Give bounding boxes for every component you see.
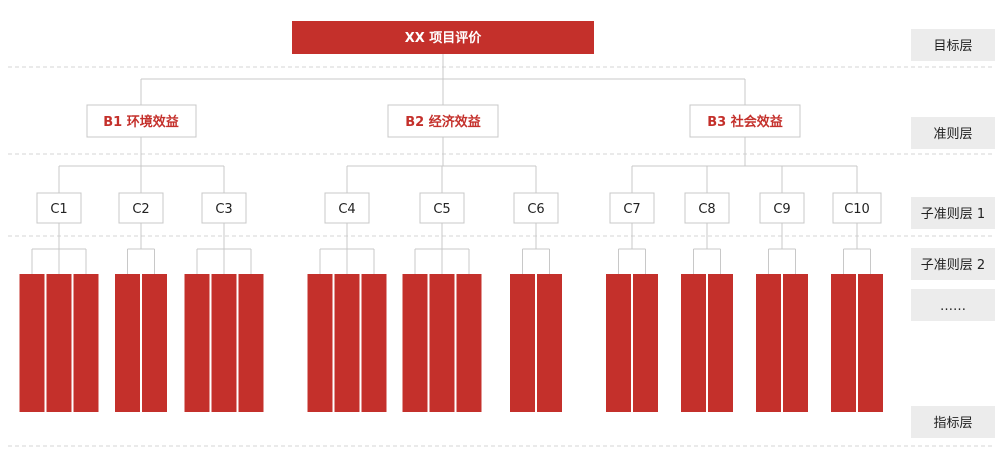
indicator-bar [238,274,264,412]
subcriteria-nodes: C1 C2 C3 C4 C5 C6 C7 C8 C9 C10 [36,192,882,224]
level-label-box [911,248,995,280]
level-label-ellipsis: …… [940,299,966,314]
level-label-box [911,406,995,438]
indicator-bar [184,274,210,412]
subcriteria-node-box [118,192,164,224]
indicator-bar [142,274,167,412]
level-label-subcriteria-2: 子准则层 2 [921,258,985,273]
indicator-bar [429,274,455,412]
criteria-node-label: B1 环境效益 [103,114,178,130]
subcriteria-node-label: C7 [623,202,640,217]
subcriteria-node-box [609,192,655,224]
indicator-bar [606,274,631,412]
indicator-bar [831,274,856,412]
subcriteria-node-label: C2 [132,202,149,217]
indicator-bar [456,274,482,412]
level-label-box [911,197,995,229]
indicator-bar [46,274,72,412]
subcriteria-node-box [759,192,805,224]
indicator-bar [510,274,535,412]
subcriteria-node-box [513,192,559,224]
indicator-bar [402,274,428,412]
indicator-bar [19,274,45,412]
subcriteria-node-label: C3 [215,202,232,217]
criteria-node-b2: B2 经济效益 [387,104,499,138]
criteria-node-label: B3 社会效益 [707,114,782,130]
level-labels: 目标层 准则层 子准则层 1 子准则层 2 …… 指标层 [911,29,995,438]
subcriteria-node-label: C6 [527,202,544,217]
indicator-bar [307,274,333,412]
subcriteria-node-label: C1 [50,202,67,217]
indicator-bar [756,274,781,412]
level-label-box [911,117,995,149]
criteria-node-box [86,104,197,138]
level-label-box [911,29,995,61]
subcriteria-node-label: C8 [698,202,715,217]
root-node-label: XX 项目评价 [405,31,483,46]
root-node: XX 项目评价 [292,21,594,54]
indicator-bar [334,274,360,412]
subcriteria-node-label: C4 [338,202,355,217]
subcriteria-node-label: C5 [433,202,450,217]
indicator-bar [681,274,706,412]
subcriteria-node-box [684,192,730,224]
indicator-bar [211,274,237,412]
connector-lines [31,54,871,274]
criteria-node-box [689,104,801,138]
indicator-bar [633,274,658,412]
criteria-node-label: B2 经济效益 [405,114,480,130]
indicator-bar [361,274,387,412]
criteria-node-b3: B3 社会效益 [689,104,801,138]
indicator-bars [19,274,883,412]
subcriteria-node-box [36,192,82,224]
level-label-subcriteria-1: 子准则层 1 [921,207,985,222]
criteria-node-b1: B1 环境效益 [86,104,197,138]
subcriteria-node-box [832,192,882,224]
indicator-bar [708,274,733,412]
indicator-bar [115,274,140,412]
level-label-goal: 目标层 [933,39,972,54]
subcriteria-node-box [324,192,370,224]
layer-separators [8,66,993,447]
subcriteria-node-label: C9 [773,202,790,217]
indicator-bar [537,274,562,412]
subcriteria-node-box [419,192,465,224]
indicator-bar [858,274,883,412]
level-label-criteria: 准则层 [933,127,972,142]
root-node-box [292,21,594,54]
level-label-box [911,289,995,321]
criteria-node-box [387,104,499,138]
subcriteria-node-label: C10 [844,202,870,217]
indicator-bar [73,274,99,412]
level-label-indicator: 指标层 [933,416,972,431]
indicator-bar [783,274,808,412]
subcriteria-node-box [201,192,247,224]
